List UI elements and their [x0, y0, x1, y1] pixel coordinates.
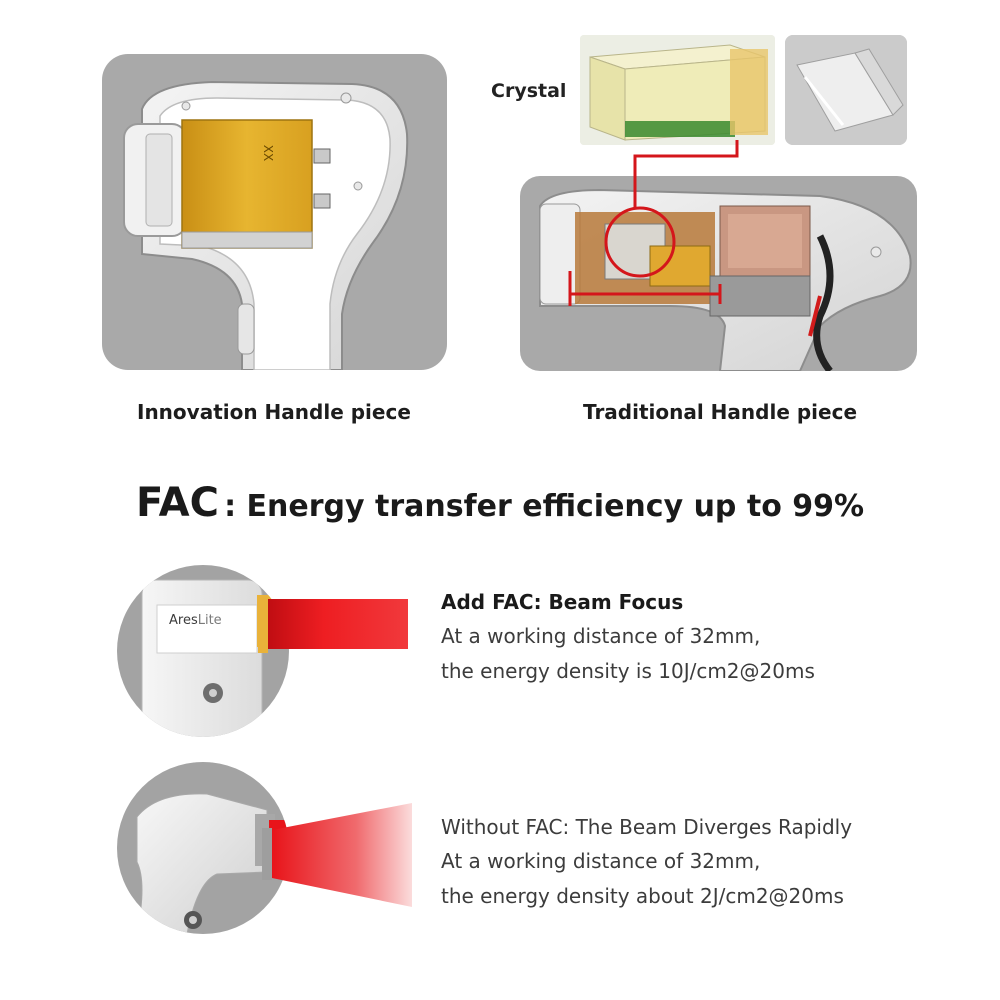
innovation-handle-illustration [123, 80, 409, 370]
focused-beam [258, 595, 408, 653]
traditional-handle-illustration [539, 188, 912, 371]
headline-fac: FAC [135, 480, 219, 526]
crystal-closeup-photo [785, 35, 907, 145]
brand-main: Ares [169, 613, 198, 628]
fac-off-line2: the energy density about 2J/cm2@20ms [441, 884, 844, 908]
innovation-caption: Innovation Handle piece [137, 400, 411, 424]
diverging-beam [262, 803, 412, 907]
headline-rest: : Energy transfer efficiency up to 99% [224, 489, 865, 524]
traditional-caption: Traditional Handle piece [583, 400, 858, 424]
brand-sub: Lite [197, 613, 222, 628]
traditional-handle-panel [520, 176, 917, 371]
innovation-handle-panel: XX [102, 54, 447, 370]
fac-headline: FAC : Energy transfer efficiency up to 9… [0, 480, 1000, 526]
crystal-label: Crystal [491, 80, 567, 102]
crystal-callout-line [633, 140, 739, 208]
brand-logo: AresLite [169, 613, 222, 628]
chip-marking: XX [261, 144, 276, 162]
fac-diverge-circle [117, 762, 289, 934]
crystal-photo [580, 35, 775, 145]
fac-on-title: Add FAC: Beam Focus [441, 590, 684, 614]
fac-on-line1: At a working distance of 32mm, [441, 624, 761, 648]
fac-off-title: Without FAC: The Beam Diverges Rapidly [441, 815, 853, 839]
fac-off-line1: At a working distance of 32mm, [441, 849, 761, 873]
fac-on-line2: the energy density is 10J/cm2@20ms [441, 659, 815, 683]
